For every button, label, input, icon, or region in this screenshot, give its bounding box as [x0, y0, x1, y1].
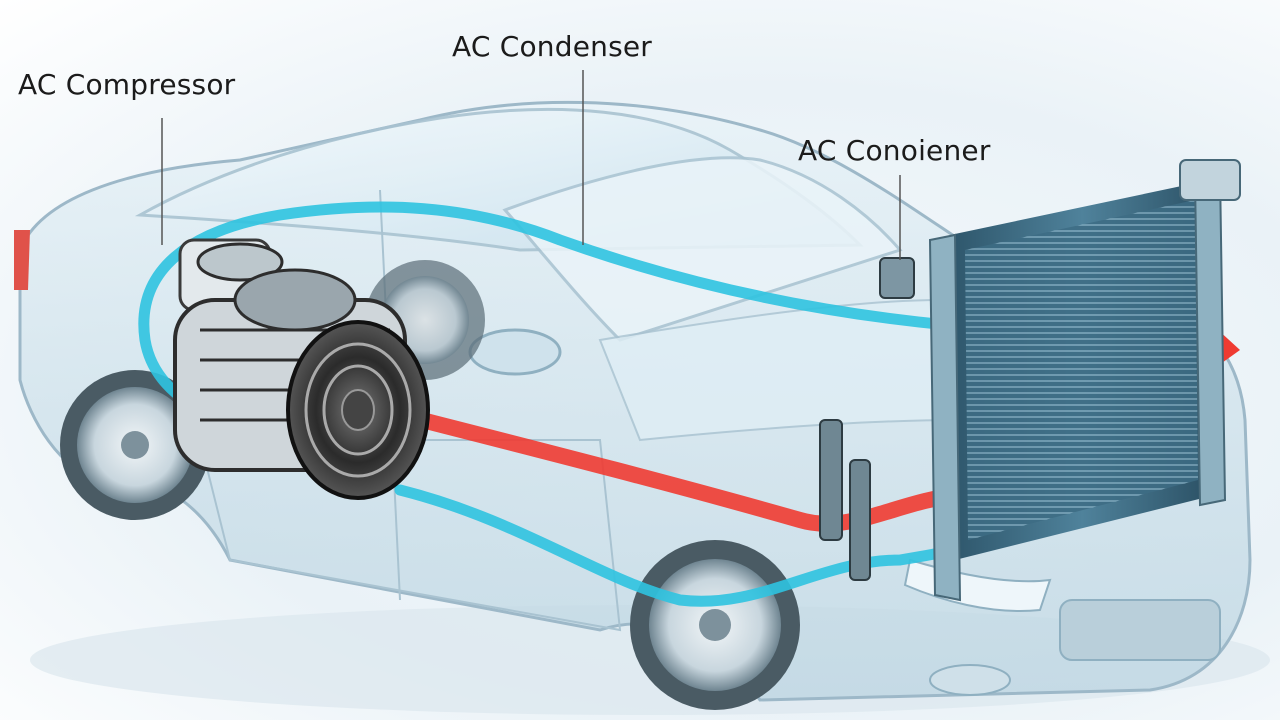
- label-ac-conoiener: AC Conoiener: [798, 134, 991, 167]
- rear-wheel: [60, 370, 210, 520]
- label-ac-condenser: AC Condenser: [452, 30, 653, 63]
- front-wheel: [630, 540, 800, 710]
- label-ac-compressor: AC Compressor: [18, 68, 236, 101]
- compressor-pulley: [286, 320, 430, 500]
- cold-refrigerant-line-lower: [394, 484, 996, 607]
- ac-condenser: [819, 159, 1241, 602]
